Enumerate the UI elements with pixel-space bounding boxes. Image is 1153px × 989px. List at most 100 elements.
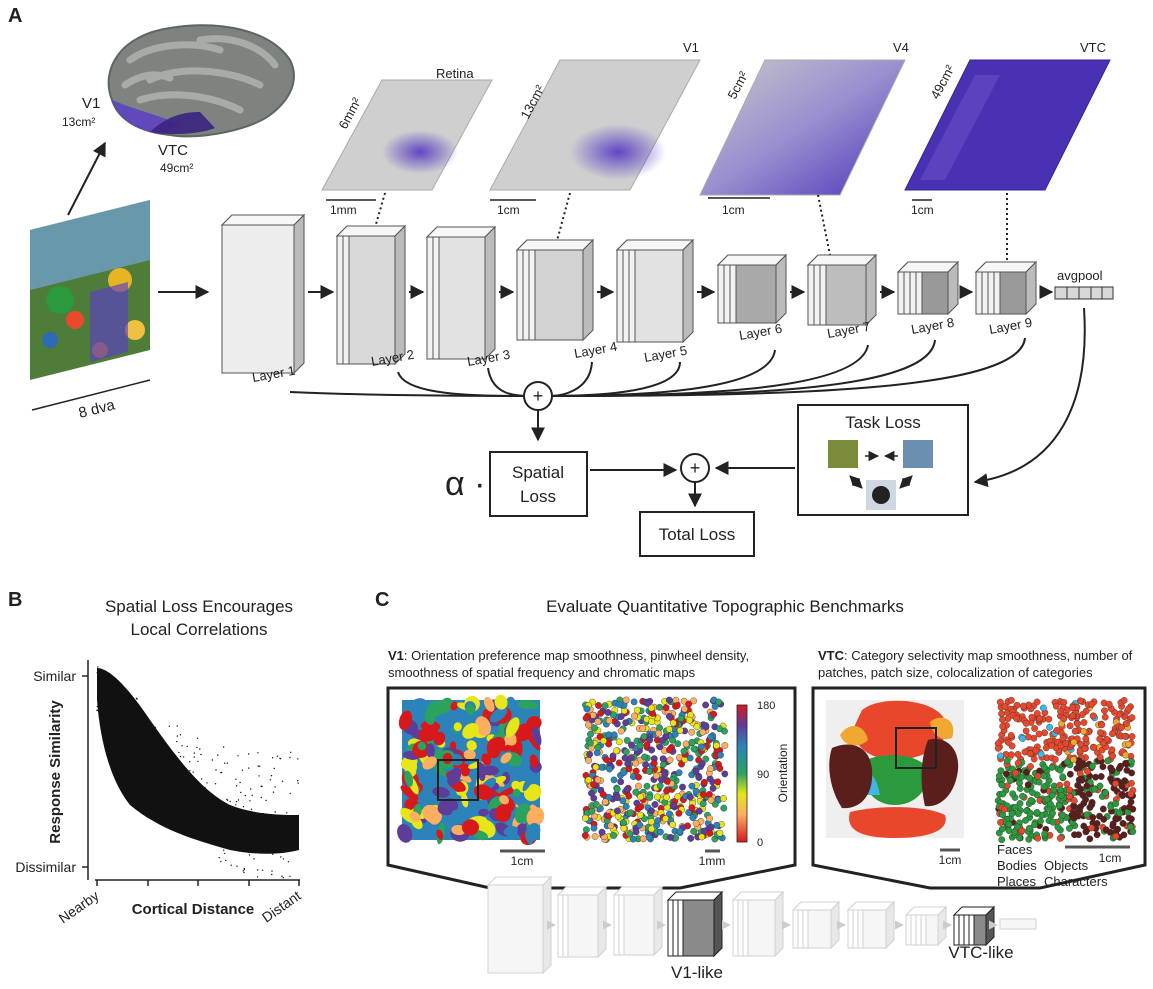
orientation-patch <box>526 807 545 827</box>
layer-3-block <box>425 225 497 361</box>
orientation-unit <box>702 755 710 763</box>
scatter-point <box>127 709 129 711</box>
orientation-unit <box>702 701 709 709</box>
orientation-unit <box>632 759 640 767</box>
sheet-vtc-scale: 1cm <box>911 203 934 217</box>
category-unit <box>1005 820 1013 828</box>
scatter-point <box>237 842 240 844</box>
category-unit <box>1008 696 1015 704</box>
scatter-point <box>150 724 152 726</box>
category-unit <box>1093 831 1101 839</box>
category-unit <box>1022 817 1029 824</box>
orientation-unit <box>631 712 638 720</box>
category-unit <box>1109 730 1116 738</box>
category-unit <box>1105 700 1113 708</box>
scatter-point <box>282 858 285 860</box>
scatter-point <box>200 753 202 756</box>
orientation-unit <box>693 723 701 731</box>
category-unit <box>1108 746 1116 754</box>
scatter-point <box>155 729 157 731</box>
scatter-point <box>214 783 217 785</box>
category-unit <box>1080 728 1088 735</box>
category-unit <box>1056 766 1064 774</box>
layer-2-block <box>335 224 407 366</box>
scatter-point <box>258 775 260 777</box>
category-unit <box>1091 785 1099 793</box>
category-unit <box>1118 724 1125 731</box>
legend-places: Places <box>997 874 1037 889</box>
orientation-unit <box>601 702 609 710</box>
orientation-unit <box>602 798 609 806</box>
orientation-unit <box>629 835 637 843</box>
orientation-unit <box>614 807 621 815</box>
scatter-point <box>258 765 261 767</box>
scatter-point <box>127 694 129 697</box>
scatter-point <box>127 750 129 753</box>
category-unit <box>1127 823 1135 831</box>
scatter-point <box>141 743 144 746</box>
vtc-units-scale-label: 1cm <box>1099 851 1122 865</box>
orientation-unit <box>592 763 600 771</box>
scatter-point <box>196 794 199 796</box>
category-unit <box>1057 792 1065 799</box>
total-loss-label: Total Loss <box>659 525 736 544</box>
orientation-patch <box>451 809 463 821</box>
category-unit <box>998 781 1006 789</box>
category-unit <box>1051 756 1059 763</box>
category-unit <box>1049 818 1057 826</box>
scatter-point <box>224 852 226 855</box>
orientation-unit <box>639 725 646 732</box>
orientation-unit <box>585 757 592 764</box>
orientation-patch <box>517 700 539 710</box>
category-unit <box>1028 713 1036 721</box>
category-unit <box>1127 790 1135 798</box>
orientation-unit <box>595 702 602 709</box>
scatter-point <box>120 714 122 716</box>
orientation-unit <box>600 737 607 745</box>
category-unit <box>995 772 1003 780</box>
scatter-point <box>160 764 162 766</box>
category-unit <box>1007 751 1015 759</box>
orientation-unit <box>622 803 630 810</box>
category-unit <box>1026 809 1034 817</box>
scatter-point <box>243 868 245 871</box>
scatter-point <box>260 836 262 838</box>
category-unit <box>1040 772 1048 780</box>
scatter-point <box>238 845 240 847</box>
category-unit <box>1010 828 1018 836</box>
scatter-point <box>235 804 237 806</box>
scatter-point <box>211 759 214 761</box>
scatter-point <box>279 821 281 823</box>
category-unit <box>1057 708 1065 715</box>
scatter-point <box>240 791 242 794</box>
orientation-unit <box>659 755 667 763</box>
category-unit <box>1081 745 1089 753</box>
scatter-point <box>158 790 160 792</box>
scatter-point <box>240 829 242 831</box>
scatter-point <box>279 757 281 760</box>
category-unit <box>1086 835 1094 843</box>
orientation-unit <box>635 773 642 781</box>
scatter-point <box>196 746 198 749</box>
category-unit <box>1014 823 1021 831</box>
category-unit <box>1096 812 1103 820</box>
category-unit <box>1101 713 1109 721</box>
category-unit <box>1045 805 1053 813</box>
orientation-patch <box>433 764 447 777</box>
category-unit <box>1076 789 1084 796</box>
orientation-patch <box>499 795 510 805</box>
scatter-point <box>290 751 292 753</box>
scatter-point <box>167 773 169 776</box>
scatter-point <box>176 740 178 743</box>
orientation-unit <box>654 793 661 801</box>
category-unit <box>1049 791 1056 799</box>
orientation-unit <box>583 705 591 713</box>
v1-map-scale-label: 1cm <box>511 854 534 868</box>
category-unit <box>1128 733 1136 740</box>
input-dva-label: 8 dva <box>77 396 117 422</box>
category-unit <box>1096 782 1104 790</box>
orientation-unit <box>643 782 651 790</box>
colorbar-tick-0: 0 <box>757 837 763 849</box>
orientation-unit <box>686 716 693 724</box>
category-unit <box>1080 719 1088 726</box>
